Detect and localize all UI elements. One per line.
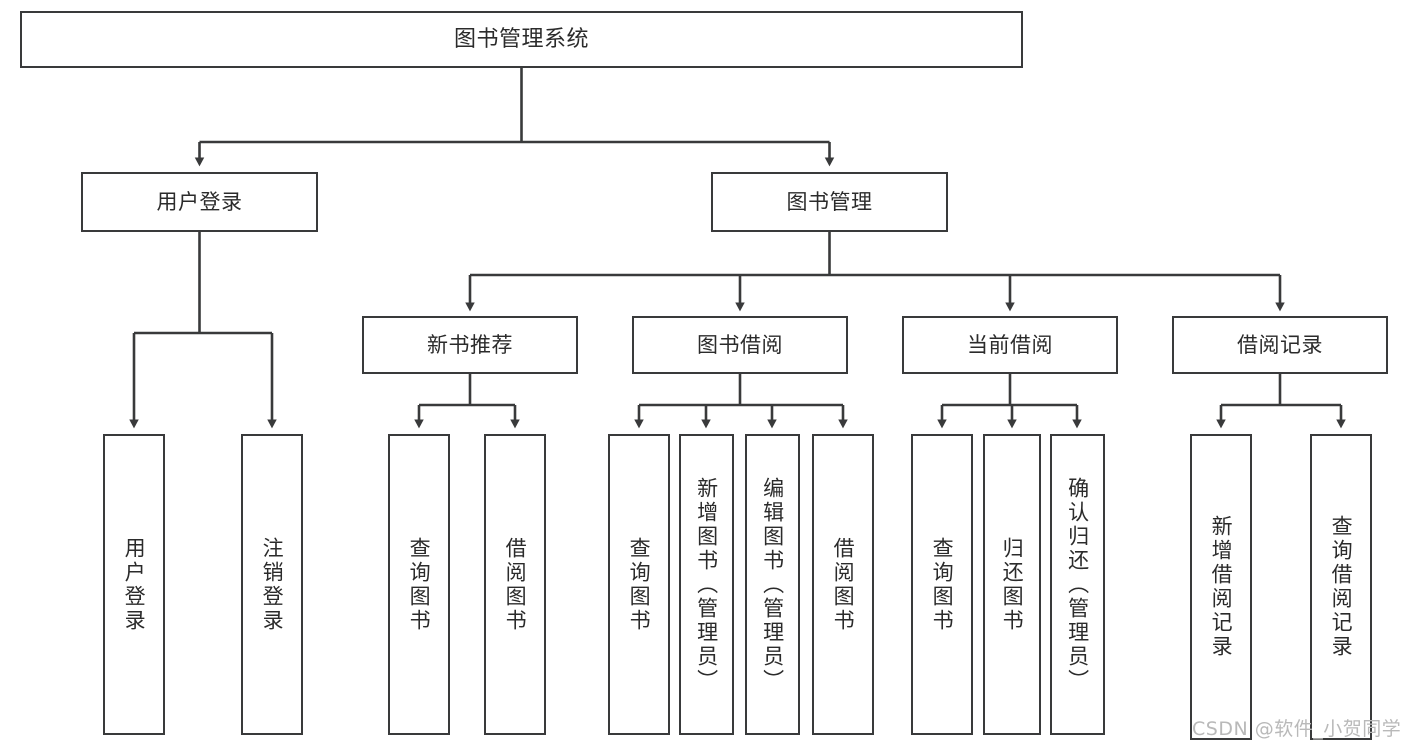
node-current-borrow[interactable]: 当前借阅 — [902, 316, 1118, 374]
node-borrow-record-label: 借阅记录 — [1237, 332, 1323, 357]
node-new-book-recommend[interactable]: 新书推荐 — [362, 316, 578, 374]
node-root[interactable]: 图书管理系统 — [20, 11, 1023, 68]
leaf-edit-book-label: 编辑图书（管理员） — [760, 476, 785, 693]
node-user-login[interactable]: 用户登录 — [81, 172, 318, 232]
leaf-confirm-return[interactable]: 确认归还（管理员） — [1050, 434, 1105, 735]
leaf-query-book-3-label: 查询图书 — [930, 536, 955, 633]
leaf-confirm-return-label: 确认归还（管理员） — [1065, 476, 1090, 693]
leaf-return-book-label: 归还图书 — [1000, 536, 1025, 633]
node-root-label: 图书管理系统 — [453, 26, 589, 52]
node-book-manage[interactable]: 图书管理 — [711, 172, 948, 232]
leaf-add-record[interactable]: 新增借阅记录 — [1190, 434, 1252, 740]
csdn-watermark: CSDN @软件_小贺同学 — [1192, 718, 1402, 740]
node-borrow-record[interactable]: 借阅记录 — [1172, 316, 1388, 374]
leaf-query-book-1-label: 查询图书 — [407, 536, 432, 633]
leaf-add-book[interactable]: 新增图书（管理员） — [679, 434, 734, 735]
leaf-borrow-book-2[interactable]: 借阅图书 — [812, 434, 874, 735]
node-new-book-recommend-label: 新书推荐 — [427, 332, 513, 357]
leaf-edit-book[interactable]: 编辑图书（管理员） — [745, 434, 800, 735]
leaf-query-book-2-label: 查询图书 — [627, 536, 652, 633]
node-book-borrow[interactable]: 图书借阅 — [632, 316, 848, 374]
leaf-query-record[interactable]: 查询借阅记录 — [1310, 434, 1372, 740]
leaf-user-login[interactable]: 用户登录 — [103, 434, 165, 735]
leaf-user-logout-label: 注销登录 — [260, 536, 285, 633]
leaf-borrow-book-1-label: 借阅图书 — [503, 536, 528, 633]
node-user-login-label: 用户登录 — [156, 189, 243, 214]
node-book-borrow-label: 图书借阅 — [697, 332, 783, 357]
leaf-user-logout[interactable]: 注销登录 — [241, 434, 303, 735]
leaf-query-book-2[interactable]: 查询图书 — [608, 434, 670, 735]
leaf-query-book-3[interactable]: 查询图书 — [911, 434, 973, 735]
node-book-manage-label: 图书管理 — [786, 189, 873, 214]
leaf-return-book[interactable]: 归还图书 — [983, 434, 1041, 735]
leaf-borrow-book-1[interactable]: 借阅图书 — [484, 434, 546, 735]
leaf-user-login-label: 用户登录 — [122, 536, 147, 633]
leaf-borrow-book-2-label: 借阅图书 — [831, 536, 856, 633]
leaf-query-book-1[interactable]: 查询图书 — [388, 434, 450, 735]
leaf-add-record-label: 新增借阅记录 — [1209, 515, 1234, 659]
node-current-borrow-label: 当前借阅 — [967, 332, 1053, 357]
leaf-add-book-label: 新增图书（管理员） — [694, 476, 719, 693]
leaf-query-record-label: 查询借阅记录 — [1329, 515, 1354, 659]
